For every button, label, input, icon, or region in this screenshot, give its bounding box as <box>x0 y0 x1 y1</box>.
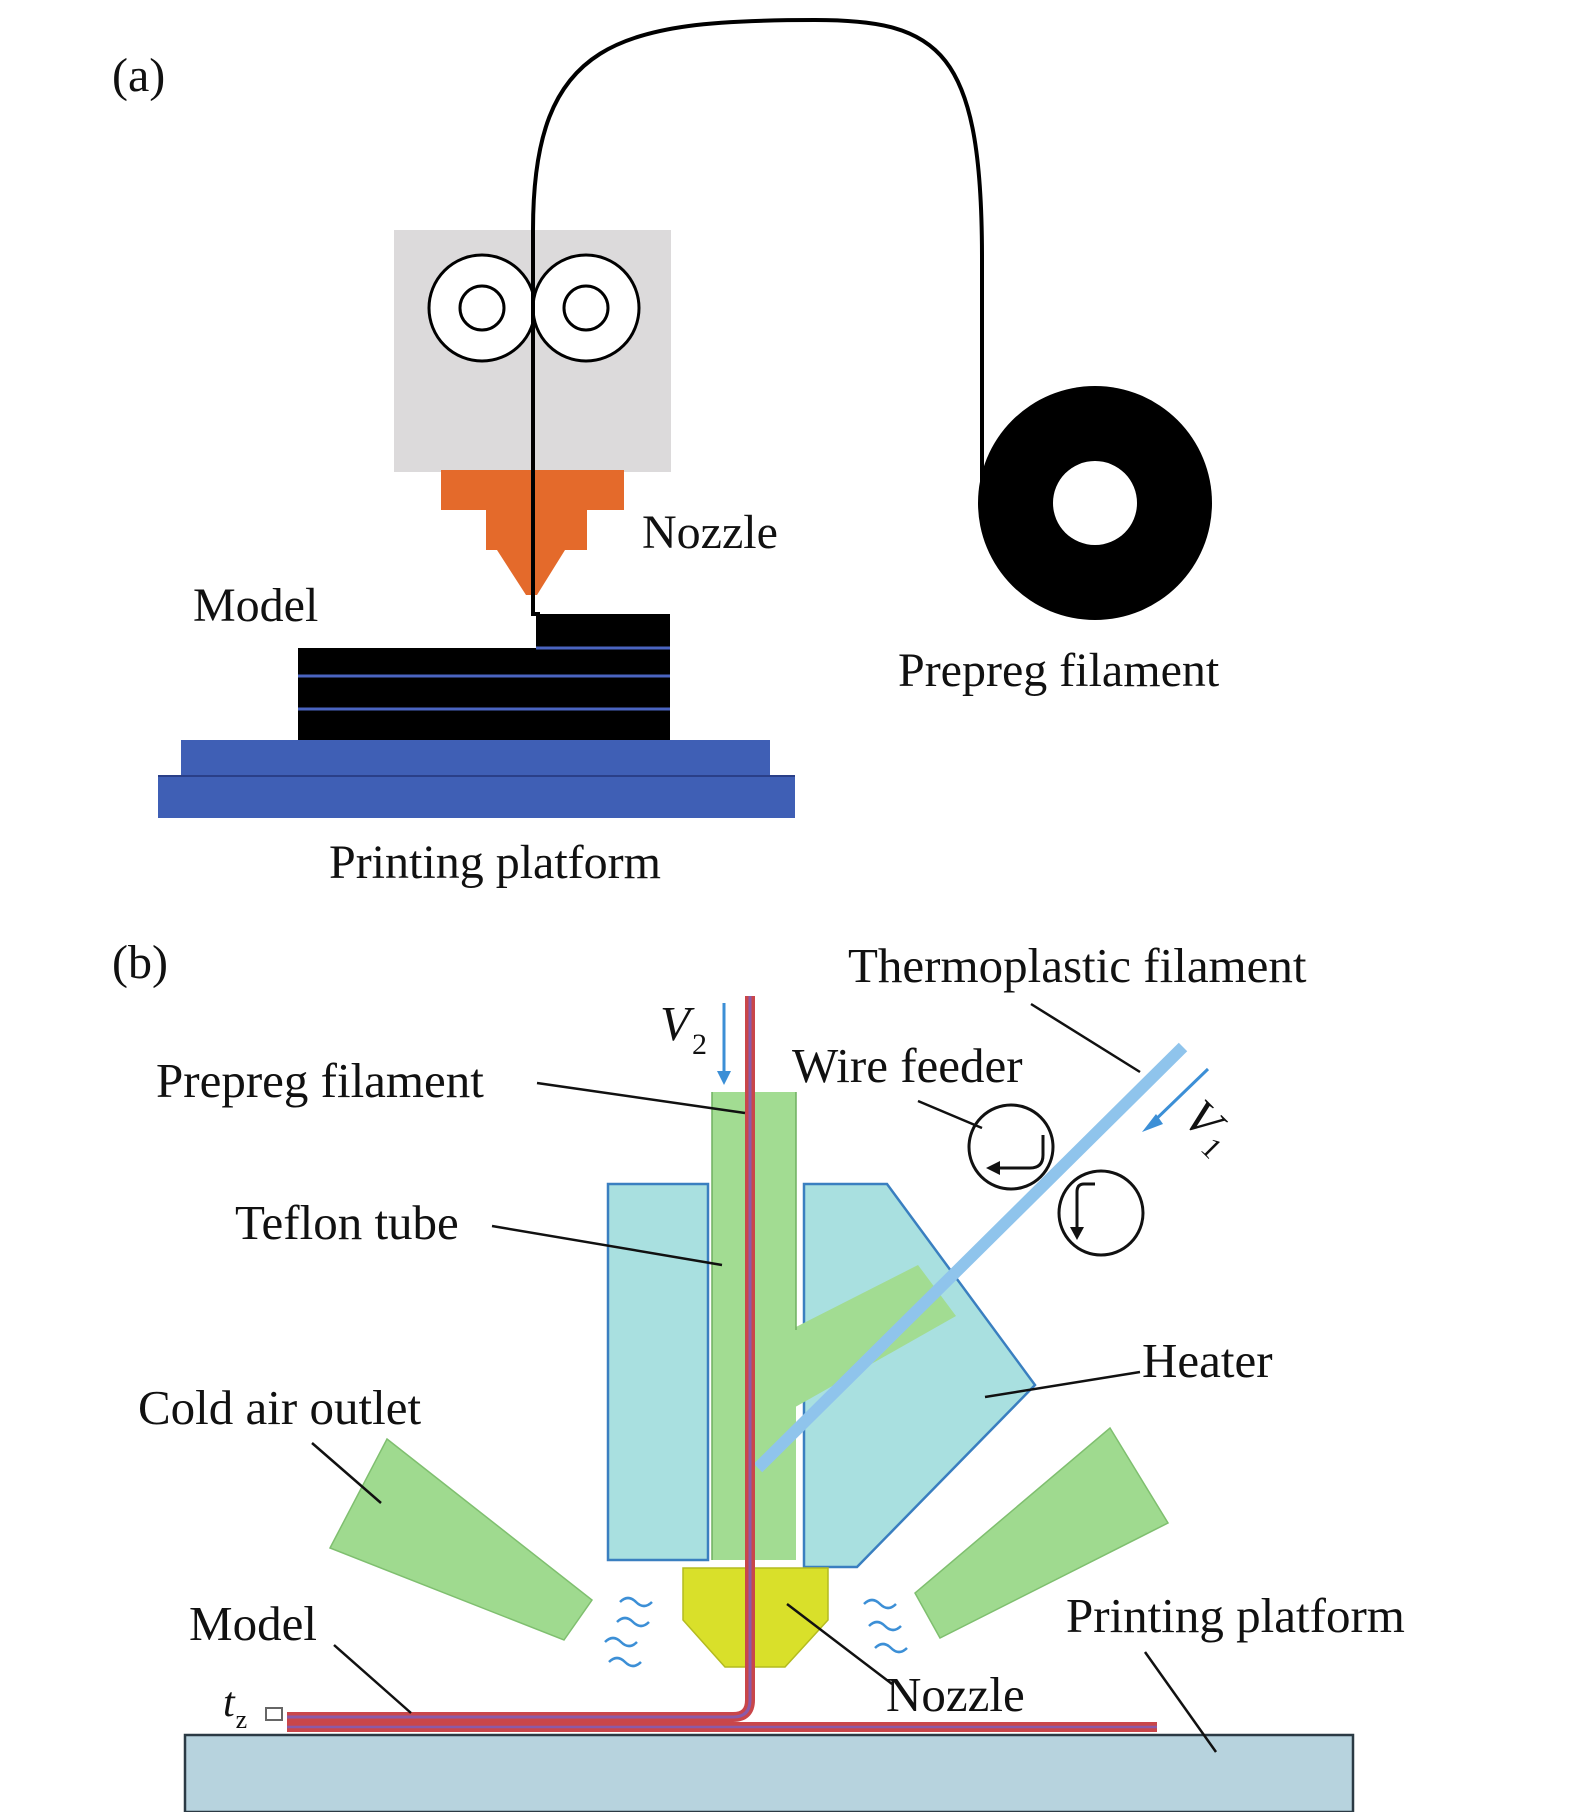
feed-roller-left <box>427 253 537 363</box>
printing-platform-b <box>183 1733 1355 1812</box>
nozzle-label-a: Nozzle <box>642 506 778 559</box>
filament-spool <box>978 386 1212 620</box>
printing-platform-a <box>158 740 795 818</box>
svg-text:V1: V1 <box>1170 1089 1246 1165</box>
prepreg-filament-label-a: Prepreg filament <box>898 644 1220 697</box>
model-label-b: Model <box>189 1596 317 1651</box>
thermoplastic-filament-label: Thermoplastic filament <box>848 938 1307 993</box>
model-label-a: Model <box>193 579 318 632</box>
prepreg-filament-label-b: Prepreg filament <box>156 1053 484 1108</box>
tz-label: tz <box>223 1680 247 1734</box>
tz-marker <box>265 1707 283 1721</box>
heater-label: Heater <box>1142 1333 1273 1388</box>
wire-feeder-roller-bottom <box>1057 1169 1145 1257</box>
panel-a-tag: (a) <box>112 49 165 102</box>
heater-block <box>606 1182 1037 1569</box>
v1-label: V1 <box>1170 1089 1246 1165</box>
prepreg-filament-path <box>531 17 984 616</box>
cold-air-outlet-label: Cold air outlet <box>138 1380 421 1435</box>
wire-feeder-label: Wire feeder <box>792 1038 1023 1093</box>
panel-b-tag: (b) <box>112 936 168 989</box>
printing-platform-label-a: Printing platform <box>329 836 661 889</box>
nozzle-b <box>682 1567 829 1668</box>
feed-roller-right <box>531 253 641 363</box>
prepreg-filament-b <box>287 996 1157 1732</box>
model-a <box>298 614 670 740</box>
cold-air-flow-left <box>604 1596 653 1668</box>
v2-label: V2 <box>660 996 707 1061</box>
cold-air-outlet-left <box>328 1437 594 1641</box>
wire-feeder-roller-top <box>967 1103 1055 1191</box>
cold-air-flow-right <box>863 1598 908 1654</box>
printing-platform-label-b: Printing platform <box>1066 1588 1405 1643</box>
cold-air-outlet-right <box>914 1426 1170 1639</box>
v2-arrow <box>717 1003 731 1085</box>
nozzle-label-b: Nozzle <box>886 1667 1025 1722</box>
panel-a: (a) <box>112 17 1220 889</box>
v1-arrow <box>1142 1067 1210 1132</box>
panel-b: (b) <box>112 936 1405 1812</box>
teflon-tube-label: Teflon tube <box>235 1195 459 1250</box>
thermoplastic-filament <box>753 1042 1188 1473</box>
leader-lines <box>311 1002 1218 1753</box>
